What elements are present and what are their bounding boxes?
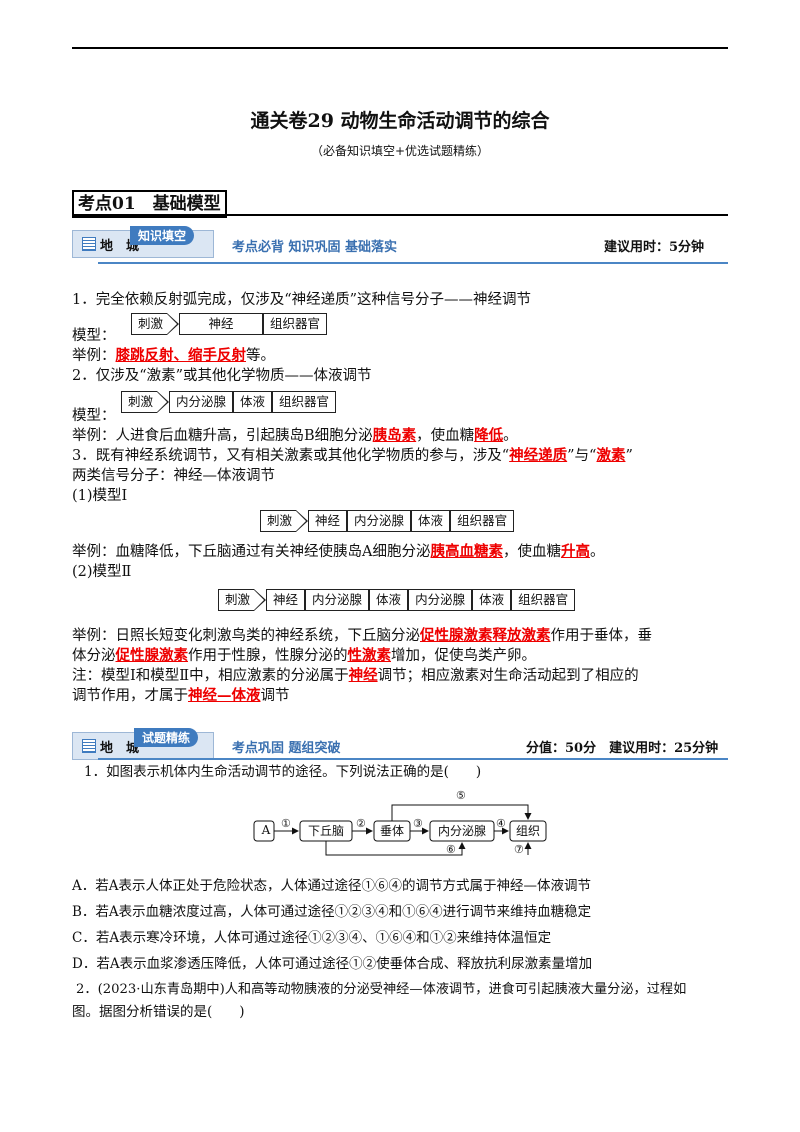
path-label: ⑦ [514, 843, 524, 856]
item2-flow: 刺激 内分泌腺 体液 组织器官 [121, 391, 337, 413]
answer-fill: 胰岛素 [372, 427, 417, 444]
path-label: ④ [496, 817, 506, 830]
q2-stem-line1: 2．(2023·山东青岛期中)人和高等动物胰液的分泌受神经—体液调节，进食可引起… [76, 982, 687, 997]
model2-flow: 刺激 神经 内分泌腺 体液 内分泌腺 体液 组织器官 [218, 589, 576, 611]
flow-node: 刺激 [121, 391, 170, 413]
note-line2: 调节作用，才属于神经—体液调节 [72, 687, 290, 704]
item2-text: 2．仅涉及“激素”或其他化学物质——体液调节 [72, 368, 372, 384]
answer-fill: 胰高血糖素 [430, 543, 503, 560]
flow-node: 体液 [411, 510, 451, 532]
node-label: 组织 [516, 824, 540, 838]
banner2-tagline: 考点巩固 题组突破 [232, 741, 341, 756]
node-label: 垂体 [380, 824, 404, 838]
model1-label: (1)模型Ⅰ [72, 488, 128, 504]
answer-fill: 性激素 [347, 647, 392, 664]
model2-example-line2: 体分泌促性腺激素作用于性腺，性腺分泌的性激素增加，促使鸟类产卵。 [72, 647, 536, 664]
q1-option-a: A．若A表示人体正处于危险状态，人体通过途径①⑥④的调节方式属于神经—体液调节 [72, 878, 591, 894]
path-label: ③ [413, 817, 423, 830]
answer-fill: 促性腺激素 [115, 647, 189, 664]
answer-fill: 神经 [348, 667, 378, 684]
banner1-ribbon: 知识填空 [130, 226, 195, 245]
flow-node: 刺激 [260, 510, 309, 532]
answer-fill: 膝跳反射、缩手反射 [115, 347, 247, 364]
section-heading: 考点01 基础模型 [72, 190, 227, 218]
node-label: 内分泌腺 [438, 824, 486, 838]
model1-example: 举例：血糖降低，下丘脑通过有关神经使胰岛A细胞分泌胰高血糖素，使血糖升高。 [72, 543, 605, 560]
flow-node: 刺激 [218, 589, 267, 611]
answer-fill: 激素 [596, 447, 626, 464]
q1-option-d: D．若A表示血浆渗透压降低，人体可通过途径①②使垂体合成、释放抗利尿激素量增加 [72, 956, 593, 972]
answer-fill: 神经递质 [509, 447, 568, 464]
node-label: 下丘脑 [308, 824, 344, 838]
flow-node: 组织器官 [263, 313, 328, 335]
model2-example-line1: 举例：日照长短变化刺激鸟类的神经系统，下丘脑分泌促性腺激素释放激素作用于垂体，垂 [72, 627, 652, 644]
node-label: A [261, 823, 271, 837]
item1-text: 1．完全依赖反射弧完成，仅涉及“神经递质”这种信号分子——神经调节 [72, 292, 532, 308]
section-rule [72, 214, 728, 216]
flow-node: 组织器官 [272, 391, 337, 413]
path-label: ⑥ [446, 843, 456, 856]
banner2-score-time: 分值：50分 建议用时：25分钟 [526, 741, 719, 756]
model1-flow: 刺激 神经 内分泌腺 体液 组织器官 [260, 510, 515, 532]
answer-fill: 神经—体液 [188, 687, 261, 704]
model2-label: (2)模型Ⅱ [72, 564, 132, 580]
note-line1: 注：模型Ⅰ和模型Ⅱ中，相应激素的分泌属于神经调节；相应激素对生命活动起到了相应的 [72, 667, 639, 684]
answer-fill: 促性腺激素释放激素 [420, 627, 551, 644]
item2-model-label: 模型： [72, 408, 116, 424]
item3-text: 3．既有神经系统调节，又有相关激素或其他化学物质的参与，涉及“神经递质”与“激素… [72, 447, 633, 464]
item3-line2: 两类信号分子：神经—体液调节 [72, 468, 275, 484]
flow-node: 内分泌腺 [169, 391, 234, 413]
flow-node: 刺激 [131, 313, 180, 335]
banner2-place: 地 城 [100, 741, 140, 756]
item2-example: 举例：人进食后血糖升高，引起胰岛B细胞分泌胰岛素，使血糖降低。 [72, 427, 518, 444]
flow-node: 神经 [266, 589, 306, 611]
flow-node: 内分泌腺 [305, 589, 370, 611]
list-icon [82, 739, 96, 753]
banner1-time: 建议用时：5分钟 [604, 240, 705, 255]
q1-option-b: B．若A表示血糖浓度过高，人体可通过途径①②③④和①⑥④进行调节来维持血糖稳定 [72, 904, 592, 920]
banner2-underline [98, 758, 728, 760]
q1-regulation-diagram: A 下丘脑 垂体 内分泌腺 组织 ① ② ③ ④ ⑤ ⑥ ⑦ [253, 789, 547, 856]
node-tissue [509, 820, 547, 842]
answer-fill: 降低 [474, 427, 504, 444]
page-title: 通关卷29 动物生命活动调节的综合 [250, 110, 550, 132]
flow-node: 内分泌腺 [347, 510, 412, 532]
flow-node: 神经 [179, 313, 264, 335]
list-icon [82, 237, 96, 251]
answer-fill: 升高 [560, 543, 590, 560]
q1-option-c: C．若A表示寒冷环境，人体可通过途径①②③④、①⑥④和①②来维持体温恒定 [72, 930, 552, 946]
flow-node: 神经 [308, 510, 348, 532]
q1-stem: 1．如图表示机体内生命活动调节的途径。下列说法正确的是( ) [84, 764, 482, 780]
item1-example: 举例：膝跳反射、缩手反射等。 [72, 347, 275, 364]
banner2-ribbon: 试题精练 [134, 728, 199, 747]
flow-node: 体液 [472, 589, 512, 611]
item1-model-label: 模型： [72, 328, 116, 344]
path-label: ⑤ [456, 789, 466, 802]
path-label: ② [356, 817, 366, 830]
flow-node: 体液 [233, 391, 273, 413]
flow-node: 组织器官 [450, 510, 515, 532]
top-rule [72, 47, 728, 49]
flow-node: 组织器官 [511, 589, 576, 611]
q2-stem-line2: 图。据图分析错误的是( ) [72, 1004, 245, 1020]
banner1-underline [98, 262, 728, 264]
path-label: ① [281, 817, 291, 830]
page-subtitle: （必备知识填空+优选试题精练） [310, 144, 490, 158]
item1-flow: 刺激 神经 组织器官 [131, 313, 328, 335]
banner1-place: 地 城 [100, 239, 140, 254]
flow-node: 体液 [369, 589, 409, 611]
flow-node: 内分泌腺 [408, 589, 473, 611]
banner1-tagline: 考点必背 知识巩固 基础落实 [232, 240, 398, 255]
